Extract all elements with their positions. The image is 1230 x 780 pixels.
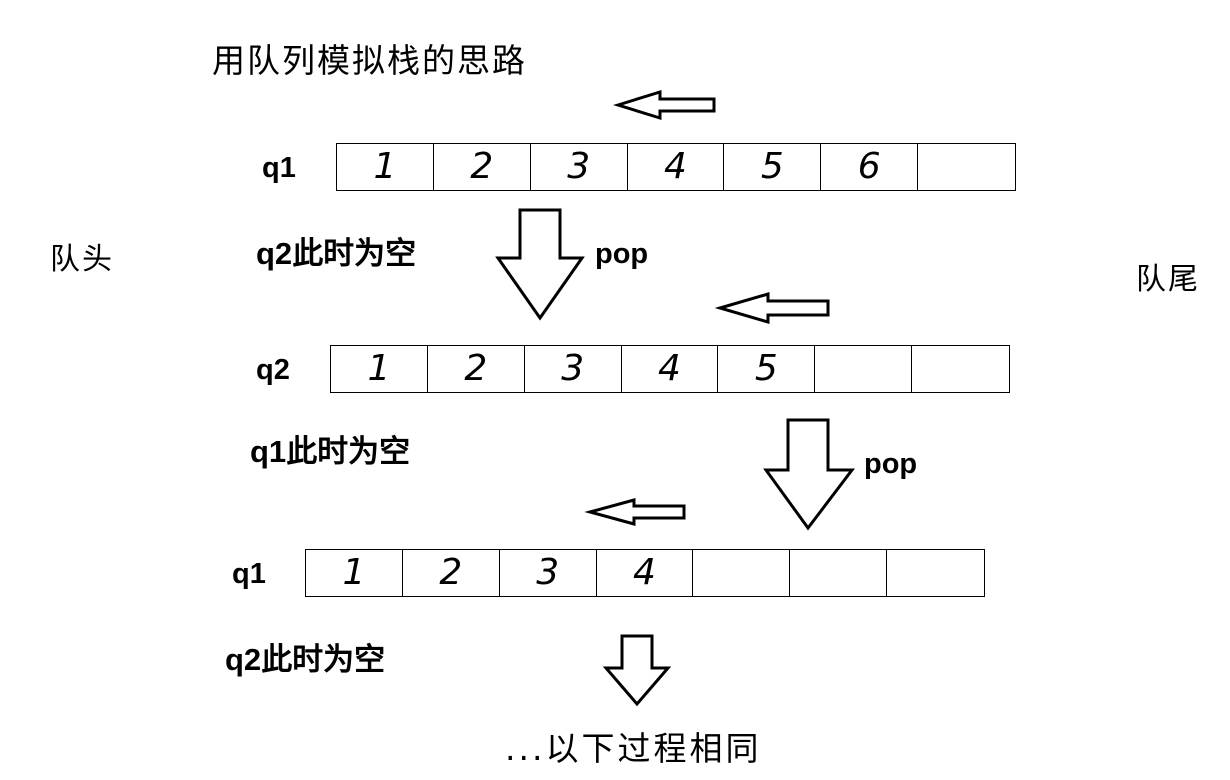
- queue-status-note: q2此时为空: [225, 634, 385, 679]
- queue-cell: 3: [525, 346, 622, 392]
- queue-cell: 1: [331, 346, 428, 392]
- queue-cell: [918, 144, 1015, 190]
- note-text: 此时为空: [261, 642, 386, 678]
- note-text: 此时为空: [286, 434, 411, 470]
- diagram-title: 用队列模拟栈的思路: [212, 41, 527, 80]
- queue-name-q2: q2: [256, 354, 290, 386]
- queue-cell: 3: [531, 144, 628, 190]
- queue-cell: [693, 550, 791, 596]
- queue-cell: [815, 346, 913, 392]
- queue-tail-label: 队尾: [1136, 262, 1200, 297]
- queue-cell: [790, 550, 888, 596]
- queue-head-label: 队头: [50, 242, 114, 277]
- queue-cell: 2: [428, 346, 525, 392]
- queue-status-note: q1此时为空: [250, 426, 410, 471]
- queue-cell: 5: [718, 346, 816, 392]
- queue-name-q1: q1: [232, 558, 266, 590]
- down-arrow-icon: [495, 208, 585, 321]
- pop-label: pop: [595, 238, 649, 270]
- queue-cell: 5: [724, 144, 822, 190]
- pop-label: pop: [864, 448, 918, 480]
- left-arrow-icon: [714, 292, 830, 324]
- note-text: 此时为空: [292, 236, 417, 272]
- queue-status-note: q2此时为空: [256, 228, 416, 273]
- left-arrow-icon: [612, 89, 716, 121]
- down-arrow-icon: [602, 634, 672, 707]
- queue-q2: 1 2 3 4 5: [330, 345, 1010, 393]
- queue-cell: 2: [434, 144, 531, 190]
- left-arrow-icon: [584, 498, 686, 526]
- down-arrow-icon: [763, 418, 856, 531]
- queue-cell: [912, 346, 1009, 392]
- queue-name-q1: q1: [262, 152, 296, 184]
- note-queue-name: q2: [256, 236, 293, 271]
- queue-cell: 4: [597, 550, 694, 596]
- queue-cell: 4: [628, 144, 725, 190]
- queue-cell: 1: [306, 550, 403, 596]
- note-queue-name: q2: [225, 642, 262, 677]
- queue-cell: 2: [403, 550, 500, 596]
- note-queue-name: q1: [250, 434, 287, 469]
- queue-cell: 4: [622, 346, 719, 392]
- queue-cell: 3: [500, 550, 597, 596]
- queue-cell: 6: [821, 144, 919, 190]
- queue-cell: 1: [337, 144, 434, 190]
- footer-note: ...以下过程相同: [505, 729, 762, 768]
- queue-cell: [887, 550, 984, 596]
- queue-q1-first: 1 2 3 4 5 6: [336, 143, 1016, 191]
- queue-q1-second: 1 2 3 4: [305, 549, 985, 597]
